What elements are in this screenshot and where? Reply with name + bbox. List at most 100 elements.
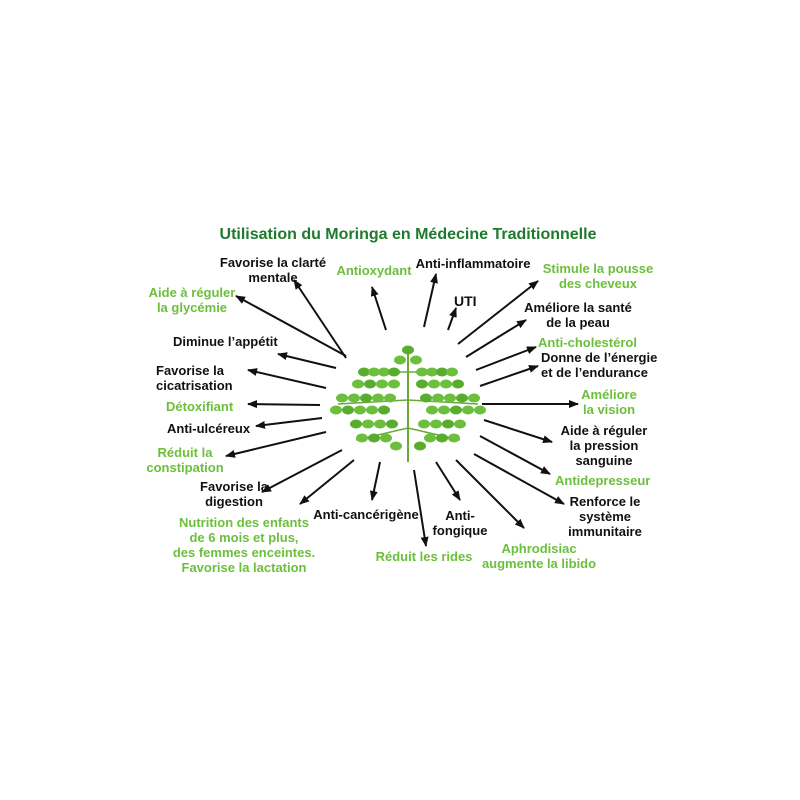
leaflet <box>384 393 396 403</box>
arrow-appetit <box>277 352 337 369</box>
leaflet <box>358 367 370 377</box>
label-anti-inflammatoire: Anti-inflammatoire <box>415 256 531 271</box>
leaflet <box>376 379 388 389</box>
leaflet <box>378 405 390 415</box>
leaflet <box>352 379 364 389</box>
arrow-pousse <box>457 280 539 345</box>
label-immunitaire: Renforce le système immunitaire <box>568 494 642 539</box>
arrow-fongique <box>435 461 461 501</box>
label-glycemie: Aide à réguler la glycémie <box>148 285 236 315</box>
leaflet <box>426 367 438 377</box>
leaflet <box>452 379 464 389</box>
arrow-cicatrisation <box>247 368 327 389</box>
label-anti-cancerigene: Anti-cancérigène <box>313 507 419 522</box>
leaflet <box>342 405 354 415</box>
label-detoxifiant: Détoxifiant <box>166 399 234 414</box>
arrow-cancer <box>369 461 381 501</box>
leaflet <box>426 405 438 415</box>
arrow-aphrodisiac <box>455 459 525 529</box>
leaflet <box>462 405 474 415</box>
diagram-title: Utilisation du Moringa en Médecine Tradi… <box>219 226 597 243</box>
label-nutrition: Nutrition des enfants de 6 mois et plus,… <box>172 515 316 575</box>
leaflet <box>444 393 456 403</box>
leaflet <box>364 379 376 389</box>
leaflet <box>432 393 444 403</box>
arrow-clarte <box>293 279 347 359</box>
leaflet <box>418 419 430 429</box>
label-appetit: Diminue l’appétit <box>173 334 278 349</box>
label-energie: Donne de l’énergie et de l’endurance <box>541 350 658 380</box>
label-antioxydant: Antioxydant <box>336 263 412 278</box>
arrow-rides <box>413 469 429 547</box>
arrow-immunitaire <box>473 453 565 505</box>
leaflet <box>454 419 466 429</box>
label-pression: Aide à réguler la pression sanguine <box>560 423 648 468</box>
arrow-inflammatoire <box>423 273 438 328</box>
leaflet <box>388 379 400 389</box>
arrow-ulcereux <box>255 417 323 429</box>
leaflet <box>394 355 406 365</box>
leaflet <box>416 367 428 377</box>
leaflet <box>386 419 398 429</box>
leaflet <box>420 393 432 403</box>
leaflet <box>374 419 386 429</box>
leaflet <box>354 405 366 415</box>
leaflet <box>378 367 390 377</box>
label-sante-peau: Améliore la santé de la peau <box>524 300 632 330</box>
arrow-constipation <box>225 431 327 458</box>
leaflet <box>428 379 440 389</box>
arrow-detox <box>247 400 321 409</box>
leaflet <box>348 393 360 403</box>
leaflet <box>414 441 426 451</box>
leaflet <box>380 433 392 443</box>
leaflet <box>390 441 402 451</box>
leaflet <box>474 405 486 415</box>
label-vision: Améliore la vision <box>581 387 637 417</box>
leaflet <box>366 405 378 415</box>
arrow-uti <box>447 307 457 331</box>
leaflet <box>442 419 454 429</box>
leaflet <box>330 405 342 415</box>
leaflet <box>368 433 380 443</box>
leaflet <box>360 393 372 403</box>
leaflet <box>372 393 384 403</box>
arrow-digestion <box>261 449 343 493</box>
leaflet <box>362 419 374 429</box>
arrow-pression <box>483 419 553 444</box>
leaflet <box>410 355 422 365</box>
arrow-antidepresseur <box>479 435 551 475</box>
leaflet <box>402 345 414 355</box>
arrow-antioxydant <box>370 286 387 331</box>
leaflet <box>448 433 460 443</box>
leaflet <box>388 367 400 377</box>
leaflet <box>368 367 380 377</box>
label-digestion: Favorise la digestion <box>200 479 268 509</box>
arrow-cholesterol <box>475 346 537 371</box>
leaflet <box>436 433 448 443</box>
leaflet <box>468 393 480 403</box>
label-rides: Réduit les rides <box>375 549 473 564</box>
leaflet <box>436 367 448 377</box>
leaflet <box>424 433 436 443</box>
arrow-nutrition <box>299 459 355 505</box>
label-pousse-cheveux: Stimule la pousse des cheveux <box>542 261 654 291</box>
label-clarte-mentale: Favorise la clarté mentale <box>219 255 327 285</box>
leaflet <box>350 419 362 429</box>
arrow-glycemie <box>235 295 347 357</box>
label-anti-fongique: Anti- fongique <box>432 508 488 538</box>
leaflet <box>336 393 348 403</box>
leaflet <box>438 405 450 415</box>
leaflet <box>450 405 462 415</box>
label-aphrodisiac: Aphrodisiac augmente la libido <box>481 541 597 571</box>
label-anti-ulcereux: Anti-ulcéreux <box>167 421 251 436</box>
leaflet <box>456 393 468 403</box>
leaflet <box>416 379 428 389</box>
label-cicatrisation: Favorise la cicatrisation <box>156 363 233 393</box>
moringa-leaf-icon <box>330 345 486 462</box>
arrow-peau <box>465 319 527 358</box>
label-constipation: Réduit la constipation <box>146 445 224 475</box>
leaflet <box>446 367 458 377</box>
arrow-energie <box>479 365 539 387</box>
